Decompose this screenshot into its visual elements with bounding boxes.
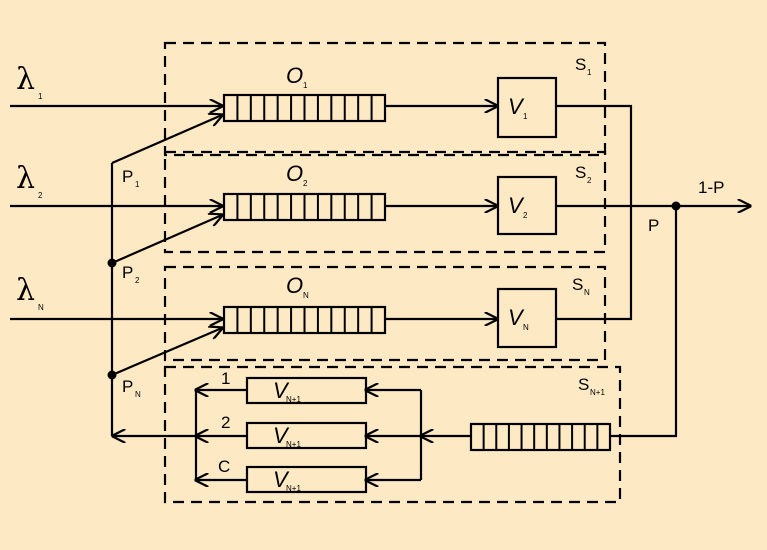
feedback-queue-buffer xyxy=(469,422,612,452)
channel-c-label: V xyxy=(273,467,290,492)
channel-box-1 xyxy=(245,376,368,405)
system-s3-boundary xyxy=(163,265,607,362)
system-s4-boundary xyxy=(163,365,622,504)
queue-buffer-3 xyxy=(222,305,387,335)
junction-dot-pn xyxy=(107,370,117,380)
queue-buffer-1-outline xyxy=(222,93,387,123)
channel-2-label: V xyxy=(273,423,290,448)
lambda-2-sub: 2 xyxy=(38,191,43,200)
queue-2-sub: 2 xyxy=(303,179,308,188)
route-diagonal-3 xyxy=(111,328,222,377)
channel-1-index: 1 xyxy=(221,369,230,388)
prob-pn-label: P xyxy=(122,377,133,396)
channel-1-sub: N+1 xyxy=(286,395,301,404)
system-s2-sub: 2 xyxy=(587,176,592,185)
route-diagonal-1 xyxy=(111,115,222,165)
server-n-sub: N xyxy=(523,323,529,332)
lambda-2-symbol: λ xyxy=(16,161,35,196)
queue-n-sub: N xyxy=(303,291,309,300)
system-sn-label: S xyxy=(572,275,583,294)
prob-p2-sub: 2 xyxy=(135,276,140,285)
feedback-return-line xyxy=(610,206,678,438)
channel-2-sub: N+1 xyxy=(286,440,301,449)
queue-2-label: O xyxy=(286,161,303,186)
server-box-2 xyxy=(496,175,558,236)
queue-1-label: O xyxy=(286,63,303,88)
queue-1-sub: 1 xyxy=(303,81,308,90)
junction-dot-p2 xyxy=(107,258,117,268)
feedback-probability-label: P xyxy=(648,216,659,235)
lambda-n-symbol: λ xyxy=(16,273,35,308)
server-output-1 xyxy=(556,104,633,206)
prob-pn-sub: N xyxy=(135,390,141,399)
queue-buffer-2 xyxy=(222,192,387,222)
system-sn-sub: N xyxy=(584,288,590,297)
server-2-label: V xyxy=(508,193,525,218)
prob-p1-label: P xyxy=(122,167,133,186)
system-sn1-sub: N+1 xyxy=(590,388,605,397)
channel-2-index: 2 xyxy=(221,413,230,432)
server-1-sub: 1 xyxy=(523,112,528,121)
system-s2-boundary xyxy=(163,150,607,254)
server-n-label: V xyxy=(508,305,525,330)
lambda-n-sub: N xyxy=(38,303,44,312)
channel-box-2 xyxy=(245,421,368,450)
system-s2-label: S xyxy=(575,163,586,182)
queue-buffer-1 xyxy=(222,93,387,123)
system-sn1-label: S xyxy=(578,375,589,394)
exit-probability-label: 1-P xyxy=(698,178,724,197)
prob-p1-sub: 1 xyxy=(135,180,140,189)
channel-1-label: V xyxy=(273,378,290,403)
lambda-1-sub: 1 xyxy=(38,92,43,101)
system-s1-boundary xyxy=(163,41,607,157)
server-box-1 xyxy=(496,76,558,139)
queue-n-label: O xyxy=(286,273,303,298)
channel-box-3 xyxy=(245,465,368,494)
server-box-3 xyxy=(496,287,558,349)
system-s1-label: S xyxy=(575,55,586,74)
lambda-1-symbol: λ xyxy=(16,62,35,97)
feedback-queue-buffer-outline xyxy=(469,422,612,452)
prob-p2-label: P xyxy=(122,263,133,282)
server-output-3 xyxy=(556,206,633,321)
server-2-sub: 2 xyxy=(523,211,528,220)
route-diagonal-2 xyxy=(111,215,222,265)
system-s1-sub: 1 xyxy=(587,68,592,77)
server-1-label: V xyxy=(508,94,525,119)
channel-c-sub: N+1 xyxy=(286,484,301,493)
output-junction-dot xyxy=(671,201,681,211)
channel-c-index: C xyxy=(218,457,230,476)
